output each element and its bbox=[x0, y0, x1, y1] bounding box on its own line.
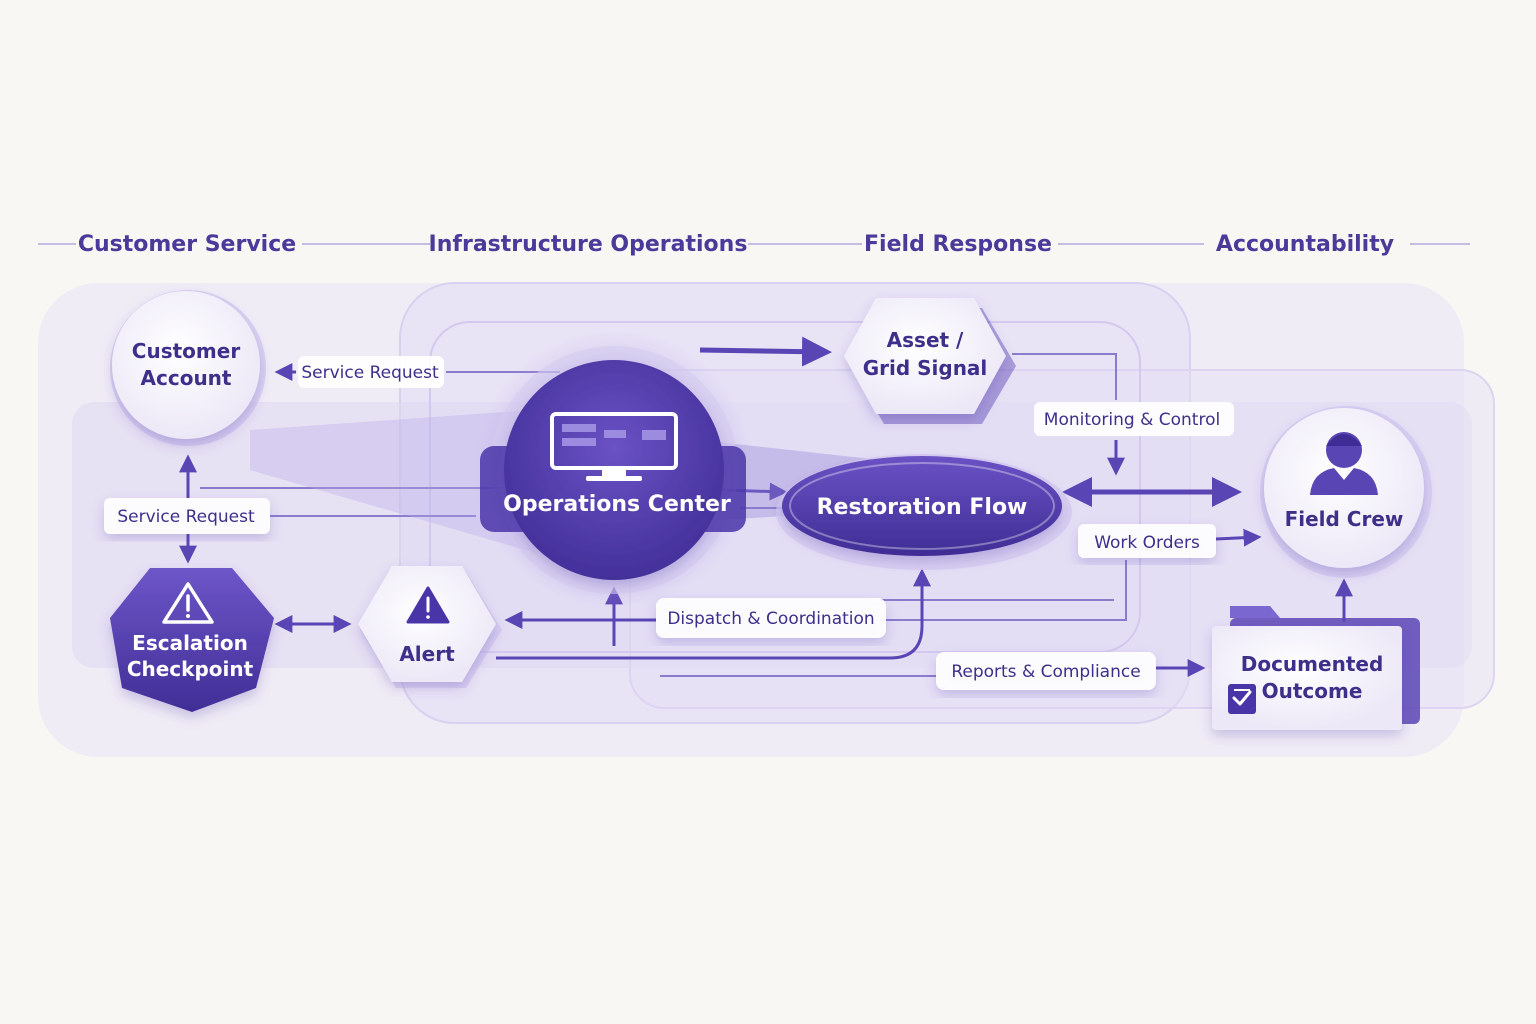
edge-alert-restoration bbox=[496, 568, 931, 660]
edge-labels: Service Request Service Request Monitori… bbox=[104, 356, 1234, 690]
lane-title-infrastructure-operations: Infrastructure Operations bbox=[429, 232, 748, 257]
edge-workorders-fieldcrew bbox=[1215, 528, 1262, 547]
node-restoration-flow[interactable]: Restoration Flow bbox=[776, 454, 1072, 570]
restoration-flow-label: Restoration Flow bbox=[817, 495, 1028, 520]
label-dispatch-coordination: Dispatch & Coordination bbox=[667, 609, 874, 629]
operations-center-label: Operations Center bbox=[503, 492, 731, 517]
person-icon bbox=[1310, 432, 1378, 495]
alert-label: Alert bbox=[399, 642, 455, 666]
lane-title-accountability: Accountability bbox=[1216, 232, 1394, 257]
warning-icon bbox=[162, 582, 214, 624]
label-work-orders: Work Orders bbox=[1094, 533, 1200, 553]
edge-workorders-loop bbox=[880, 560, 1127, 621]
asset-signal-line1: Asset / bbox=[887, 328, 964, 352]
monitor-icon bbox=[550, 412, 678, 481]
documented-outcome-line1: Documented bbox=[1241, 652, 1384, 676]
node-field-crew[interactable]: Field Crew bbox=[1260, 406, 1432, 578]
escalation-line2: Checkpoint bbox=[127, 657, 254, 681]
lane-title-field-response: Field Response bbox=[864, 232, 1052, 257]
node-asset-grid-signal[interactable]: Asset / Grid Signal bbox=[844, 298, 1016, 424]
node-alert[interactable]: Alert bbox=[358, 566, 502, 688]
lane-title-customer-service: Customer Service bbox=[78, 232, 296, 257]
customer-account-line1: Customer bbox=[132, 339, 241, 363]
edge-ops-to-asset bbox=[699, 336, 832, 367]
node-operations-center[interactable]: Operations Center bbox=[250, 330, 880, 610]
label-service-request-top: Service Request bbox=[301, 363, 439, 383]
documented-outcome-line2: Outcome bbox=[1262, 679, 1363, 703]
label-service-request-side: Service Request bbox=[117, 507, 255, 527]
warning-icon bbox=[406, 586, 450, 624]
escalation-line1: Escalation bbox=[132, 631, 248, 655]
asset-signal-line2: Grid Signal bbox=[863, 356, 988, 380]
lane-headers: Customer Service Infrastructure Operatio… bbox=[38, 232, 1470, 257]
node-customer-account[interactable]: Customer Account bbox=[110, 290, 266, 446]
node-documented-outcome[interactable]: Documented Outcome bbox=[1212, 606, 1420, 730]
edge-asset-monitoring bbox=[1012, 353, 1117, 400]
customer-account-line2: Account bbox=[141, 366, 232, 390]
label-monitoring-control: Monitoring & Control bbox=[1044, 410, 1220, 430]
label-reports-compliance: Reports & Compliance bbox=[951, 662, 1140, 682]
node-escalation-checkpoint[interactable]: Escalation Checkpoint bbox=[110, 568, 274, 712]
checklist-icon bbox=[1228, 684, 1256, 714]
field-crew-label: Field Crew bbox=[1285, 507, 1404, 531]
